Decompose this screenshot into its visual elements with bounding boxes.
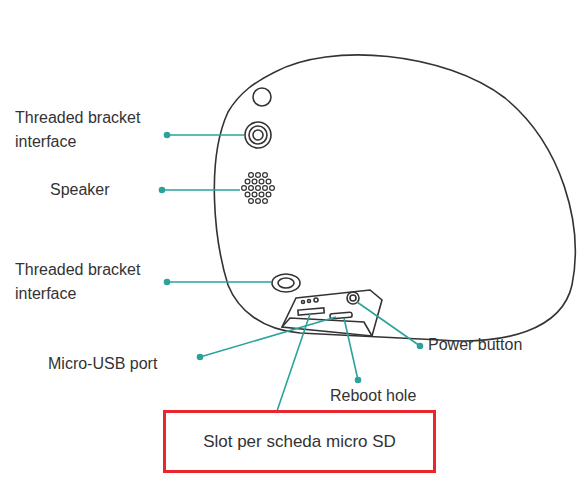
speaker-grille [242, 173, 275, 204]
sd-slot [298, 308, 324, 315]
box-text: Slot per scheda micro SD [203, 432, 396, 452]
panel-rim [282, 318, 372, 336]
part-label: Reboot hole [330, 384, 470, 408]
leader-dot [356, 378, 361, 383]
speaker-hole [263, 199, 268, 204]
part-label: Power button [428, 333, 578, 357]
part-label: Threaded bracket interface [15, 106, 160, 154]
bracket-thread [245, 122, 271, 148]
speaker-hole [245, 179, 250, 184]
bracket-thread [253, 130, 263, 140]
leader-line [344, 318, 358, 380]
speaker-hole [270, 186, 275, 191]
leader-dot [160, 188, 165, 193]
leader-line [167, 134, 244, 136]
leader-dot [165, 280, 170, 285]
speaker-hole [256, 186, 261, 191]
speaker-hole [252, 179, 257, 184]
reboot-hole [314, 298, 318, 302]
camera-body [214, 55, 575, 341]
speaker-hole [256, 199, 261, 204]
power-button [350, 295, 356, 301]
leader-dot [165, 133, 170, 138]
bottom-bracket [272, 274, 300, 292]
part-label: Speaker [50, 178, 160, 202]
leader-line [162, 189, 240, 191]
speaker-hole [266, 192, 271, 197]
sensor-hole [253, 88, 271, 106]
part-label: Micro-USB port [48, 352, 198, 376]
leader-dot [198, 355, 203, 360]
speaker-hole [245, 192, 250, 197]
leader-line [357, 302, 420, 346]
speaker-hole [249, 199, 254, 204]
leader-dot [418, 344, 423, 349]
speaker-hole [252, 192, 257, 197]
part-label: Threaded bracket interface [15, 258, 160, 306]
bracket-thread [249, 126, 267, 144]
speaker-hole [263, 186, 268, 191]
speaker-hole [256, 173, 261, 178]
speaker-hole [242, 186, 247, 191]
speaker-hole [266, 179, 271, 184]
leader-line [167, 281, 271, 283]
speaker-hole [249, 186, 254, 191]
speaker-hole [259, 179, 264, 184]
highlight-box: Slot per scheda micro SD [163, 410, 436, 473]
leader-line [276, 314, 310, 414]
speaker-hole [259, 192, 264, 197]
led [308, 300, 311, 303]
speaker-hole [249, 173, 254, 178]
led [302, 301, 305, 304]
speaker-hole [263, 173, 268, 178]
bottom-bracket [278, 278, 294, 288]
leader-line [200, 317, 336, 357]
